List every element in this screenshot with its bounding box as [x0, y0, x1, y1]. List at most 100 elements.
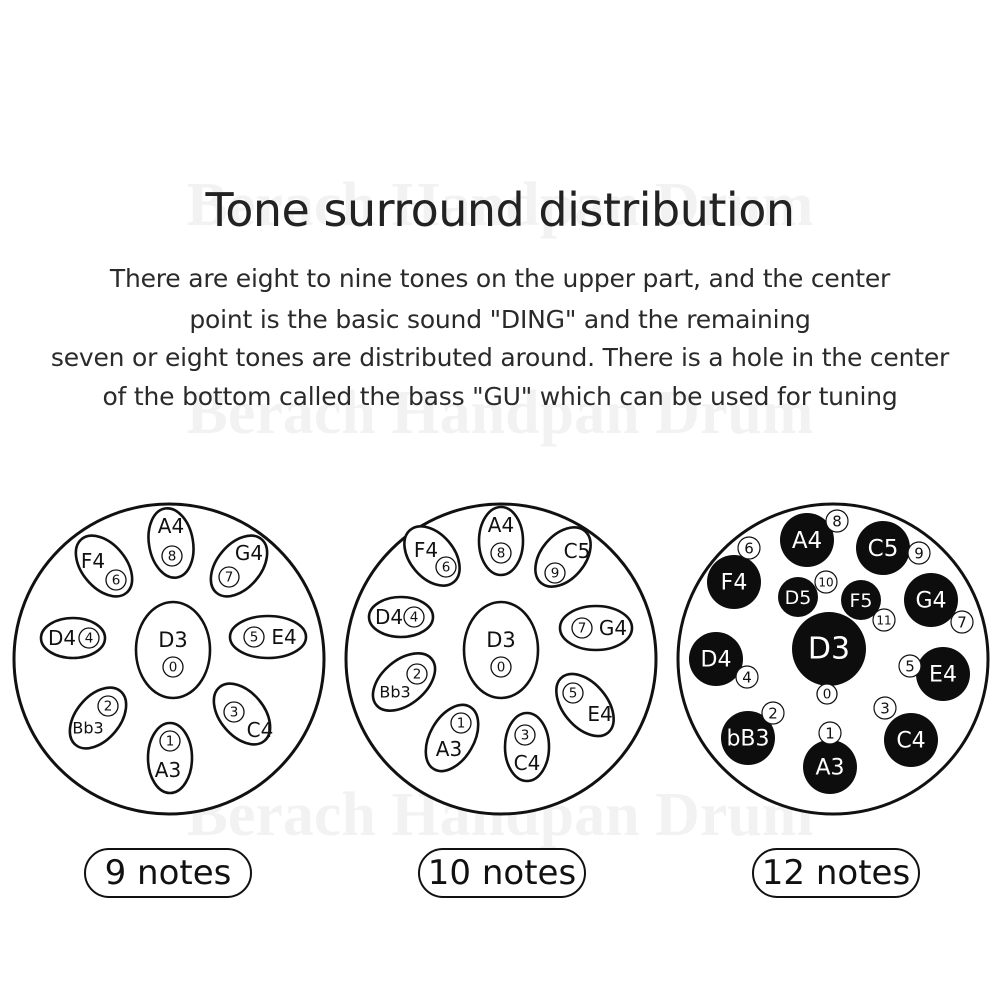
ding-oval — [134, 600, 212, 700]
ding-note-label: D3 — [486, 628, 516, 652]
tone-disc — [884, 713, 938, 767]
tone-note-label: F5 — [849, 590, 872, 612]
description-line: seven or eight tones are distributed aro… — [50, 343, 950, 372]
tone-field: E45 — [555, 672, 615, 738]
tone-number-ring — [818, 721, 842, 745]
tone-field: F46 — [403, 525, 461, 587]
tone-number: 3 — [521, 728, 530, 744]
tone-number: 8 — [832, 513, 842, 531]
tone-note-label: G4 — [599, 616, 627, 640]
tone-number-ring — [218, 566, 240, 588]
tone-disc — [916, 647, 970, 701]
tone-note-label: E4 — [929, 663, 957, 688]
tone-field: A4 8 — [477, 505, 525, 577]
tone-number: 1 — [825, 725, 835, 743]
tone-number-ring — [97, 695, 119, 717]
tone-disc — [689, 632, 743, 686]
tone-number: 10 — [818, 576, 833, 590]
description-line: of the bottom called the bass "GU" which… — [102, 382, 898, 411]
tone-note-label: G4 — [235, 541, 263, 565]
tone-number-ring — [450, 712, 472, 734]
tone-number: 2 — [413, 667, 422, 683]
ding-oval — [462, 600, 540, 700]
tone-note-label: D4 — [701, 648, 732, 673]
tone-note-label: D4 — [48, 626, 76, 650]
tone-field: C59 — [534, 526, 592, 588]
tone-number-ring — [814, 570, 838, 594]
tone-number-ring — [490, 656, 512, 678]
tone-disc — [904, 573, 958, 627]
tone-note-label: A4 — [792, 528, 822, 554]
tone-note-label: F4 — [414, 538, 438, 562]
tone-number-ring — [562, 682, 584, 704]
tone-number-ring — [403, 606, 425, 628]
tone-oval — [228, 614, 308, 660]
tone-note-label: A3 — [815, 756, 844, 781]
tone-number-ring — [161, 545, 183, 567]
tone-number: 8 — [168, 549, 177, 565]
tone-field: C4 3 — [212, 682, 274, 746]
tone-number: 4 — [742, 669, 752, 687]
tone-field: A3 1 — [803, 721, 857, 794]
tone-field: C4 3 — [873, 696, 938, 767]
tone-number-ring — [490, 542, 512, 564]
tone-number: 5 — [569, 686, 578, 702]
tone-note-label: A4 — [488, 513, 514, 537]
tone-disc — [856, 521, 910, 575]
tone-number: 7 — [578, 621, 587, 637]
tone-disc — [721, 711, 775, 765]
tone-number-ring — [872, 608, 896, 632]
tone-number-ring — [873, 696, 897, 720]
tone-number-ring — [435, 556, 457, 578]
tone-number-ring — [571, 617, 593, 639]
tone-number-ring — [907, 541, 931, 565]
tone-note-label: C4 — [247, 718, 274, 742]
tone-number: 3 — [230, 705, 239, 721]
tone-number: 0 — [497, 660, 506, 676]
tone-field: A4 8 — [147, 507, 195, 579]
tone-number: 1 — [166, 734, 175, 750]
description-line: point is the basic sound "DING" and the … — [189, 305, 811, 334]
tone-number: 8 — [497, 546, 506, 562]
tone-number: 5 — [250, 630, 259, 646]
tone-number: 7 — [225, 570, 234, 586]
tone-note-label: C4 — [896, 729, 925, 754]
tone-note-label: F4 — [81, 549, 105, 573]
ding-note-label: D3 — [158, 628, 188, 652]
tone-number: 4 — [410, 610, 419, 626]
label-10-notes: 10 notes — [418, 848, 586, 898]
tone-number-ring — [950, 610, 974, 634]
tone-number: 3 — [880, 700, 890, 718]
tone-number: 0 — [823, 687, 832, 703]
ding-disc — [792, 612, 866, 686]
tone-note-label: C5 — [868, 536, 899, 562]
tone-note-label: D4 — [375, 605, 403, 629]
tone-disc — [803, 740, 857, 794]
tone-field: E45 — [228, 614, 308, 660]
tone-number-ring — [825, 509, 849, 533]
tone-number: 1 — [457, 716, 466, 732]
tone-number: 2 — [104, 699, 113, 715]
tone-number: 9 — [914, 545, 924, 563]
tone-number-ring — [105, 569, 127, 591]
tone-note-label: Bb3 — [72, 719, 103, 738]
tone-field: E45 — [898, 647, 970, 701]
tone-field: G47 — [209, 534, 269, 598]
tone-field: D4 4 — [689, 632, 759, 689]
tone-field: G4 7 — [558, 604, 634, 652]
tone-note-label: A4 — [158, 514, 184, 538]
tone-number-ring — [159, 730, 181, 752]
tone-number-ring — [816, 683, 838, 705]
tone-number: 9 — [551, 566, 560, 582]
tone-field: A31 — [424, 703, 480, 773]
tone-note-label: D5 — [785, 587, 812, 609]
tone-oval — [477, 505, 525, 577]
tone-number-ring — [544, 562, 566, 584]
tone-number-ring — [761, 701, 785, 725]
